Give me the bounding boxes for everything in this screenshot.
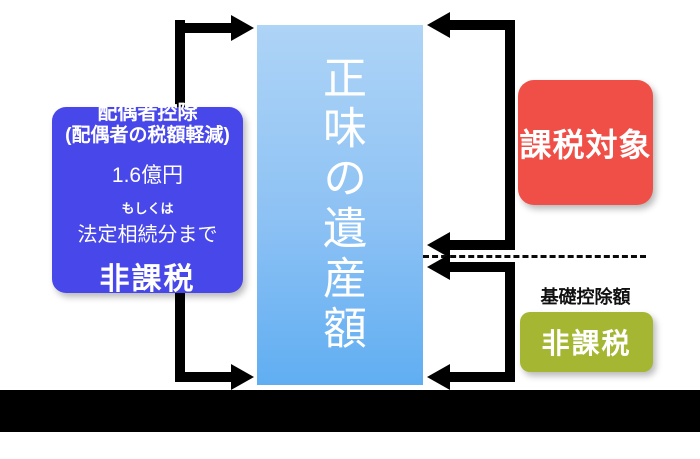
- right-bottom-bracket-bottom-line: [450, 372, 515, 382]
- spouse-deduction-title: 配偶者控除: [97, 101, 198, 124]
- arrow-right-icon: [231, 364, 254, 390]
- net-estate-box: 正味の遺産額: [257, 25, 423, 385]
- spouse-deduction-subtitle: (配偶者の税額軽減): [65, 124, 230, 146]
- spouse-deduction-limit: 法定相続分まで: [77, 224, 218, 247]
- spouse-deduction-taxfree-label: 非課税: [99, 263, 196, 297]
- right-top-bracket-bottom-line: [450, 240, 515, 250]
- arrow-left-icon: [427, 232, 450, 258]
- arrow-left-icon: [427, 364, 450, 390]
- bottom-bar: [0, 390, 700, 432]
- arrow-right-icon: [231, 15, 254, 41]
- left-bracket-top-line: [175, 23, 232, 33]
- net-estate-label: 正味の遺産額: [316, 55, 365, 355]
- basic-deduction-taxfree-box: 非課税: [520, 312, 653, 372]
- left-bracket-bottom-line: [175, 372, 232, 382]
- spouse-deduction-amount: 1.6億円: [111, 164, 184, 188]
- spouse-deduction-box: 配偶者控除 (配偶者の税額軽減) 1.6億円 もしくは 法定相続分まで 非課税: [52, 102, 243, 296]
- spouse-deduction-or-text: もしくは: [121, 201, 174, 217]
- right-bottom-bracket-top-line: [450, 262, 515, 272]
- taxable-box: 課税対象: [518, 80, 653, 205]
- threshold-dashed-line: [423, 255, 646, 258]
- basic-deduction-taxfree-label: 非課税: [541, 328, 632, 359]
- arrow-left-icon: [427, 254, 450, 280]
- right-bottom-bracket-vertical-line: [505, 262, 515, 382]
- right-top-bracket-vertical-line: [505, 20, 515, 250]
- right-top-bracket-top-line: [450, 20, 515, 30]
- basic-deduction-caption: 基礎控除額: [540, 287, 631, 307]
- taxable-label: 課税対象: [519, 126, 652, 163]
- arrow-left-icon: [427, 12, 450, 38]
